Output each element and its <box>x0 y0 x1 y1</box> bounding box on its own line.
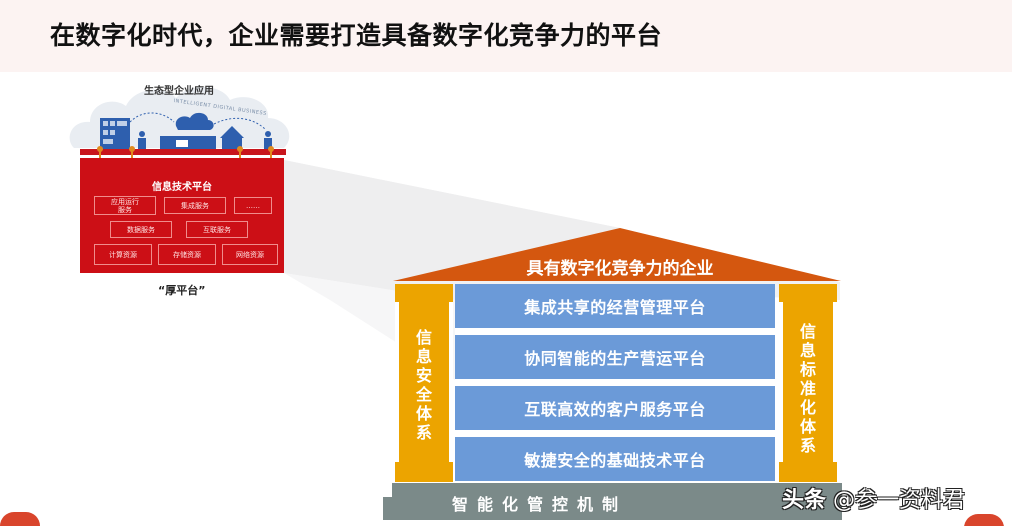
watermark-prefix: 头条 <box>782 488 827 513</box>
platform-box-network: 网络资源 <box>222 244 278 265</box>
lantern-icon <box>0 512 40 526</box>
band-operations-platform: 协同智能的生产营运平台 <box>455 335 775 379</box>
pin-head-icon <box>129 146 135 152</box>
page-title: 在数字化时代，企业需要打造具备数字化竞争力的平台 <box>50 21 663 50</box>
platform-box-compute: 计算资源 <box>94 244 152 265</box>
roof-label: 具有数字化竞争力的企业 <box>526 259 714 279</box>
pin-icon <box>239 148 241 166</box>
pillar-char: 信息安全体系 <box>415 328 432 442</box>
platform-box-data: 数据服务 <box>110 221 172 238</box>
right-pillar: 信息标准化体系 <box>779 284 837 482</box>
watermark: 头条 @参一资料君 <box>782 482 965 514</box>
platform-box-storage: 存储资源 <box>158 244 216 265</box>
cloud-title: 生态型企业应用 <box>144 86 214 97</box>
it-platform: 信息技术平台 应用运行 服务 集成服务 …… 数据服务 互联服务 计算资源 存储… <box>80 158 284 273</box>
pillar-char: 信息标准化体系 <box>799 322 816 455</box>
pin-icon <box>270 148 272 166</box>
pillar-notch <box>449 302 453 462</box>
platform-box-integration: 集成服务 <box>164 197 226 214</box>
watermark-handle: @参一资料君 <box>833 488 966 513</box>
band-customer-service-platform: 互联高效的客户服务平台 <box>455 386 775 430</box>
platform-caption: “厚平台” <box>158 284 206 297</box>
base-label: 智能化管控机制 <box>451 495 627 514</box>
platform-box-more: …… <box>234 197 272 214</box>
cloud-shape-icon <box>69 86 290 152</box>
platform-title: 信息技术平台 <box>152 182 212 193</box>
pin-head-icon <box>268 146 274 152</box>
left-pillar: 信息安全体系 <box>395 284 453 482</box>
platform-box-interconnect: 互联服务 <box>186 221 248 238</box>
band-management-platform: 集成共享的经营管理平台 <box>455 284 775 328</box>
rail-gap <box>80 155 286 158</box>
left-pillar-label: 信息安全体系 <box>395 328 453 442</box>
cloud-illustration: 生态型企业应用 INTELLIGENT DIGITAL BUSINESS <box>64 78 296 158</box>
pin-icon <box>131 148 133 166</box>
foundation-base <box>392 483 842 520</box>
pillar-notch <box>833 302 837 462</box>
platform-rail <box>80 149 286 155</box>
pin-icon <box>99 148 101 166</box>
pin-head-icon <box>97 146 103 152</box>
lantern-icon <box>964 514 1004 526</box>
title-bar: 在数字化时代，企业需要打造具备数字化竞争力的平台 <box>0 0 1012 72</box>
platform-box-app-runtime: 应用运行 服务 <box>94 196 156 215</box>
pin-head-icon <box>237 146 243 152</box>
right-pillar-label: 信息标准化体系 <box>779 322 837 455</box>
pillar-notch <box>395 302 399 462</box>
pillar-notch <box>779 302 783 462</box>
band-infrastructure-platform: 敏捷安全的基础技术平台 <box>455 437 775 481</box>
